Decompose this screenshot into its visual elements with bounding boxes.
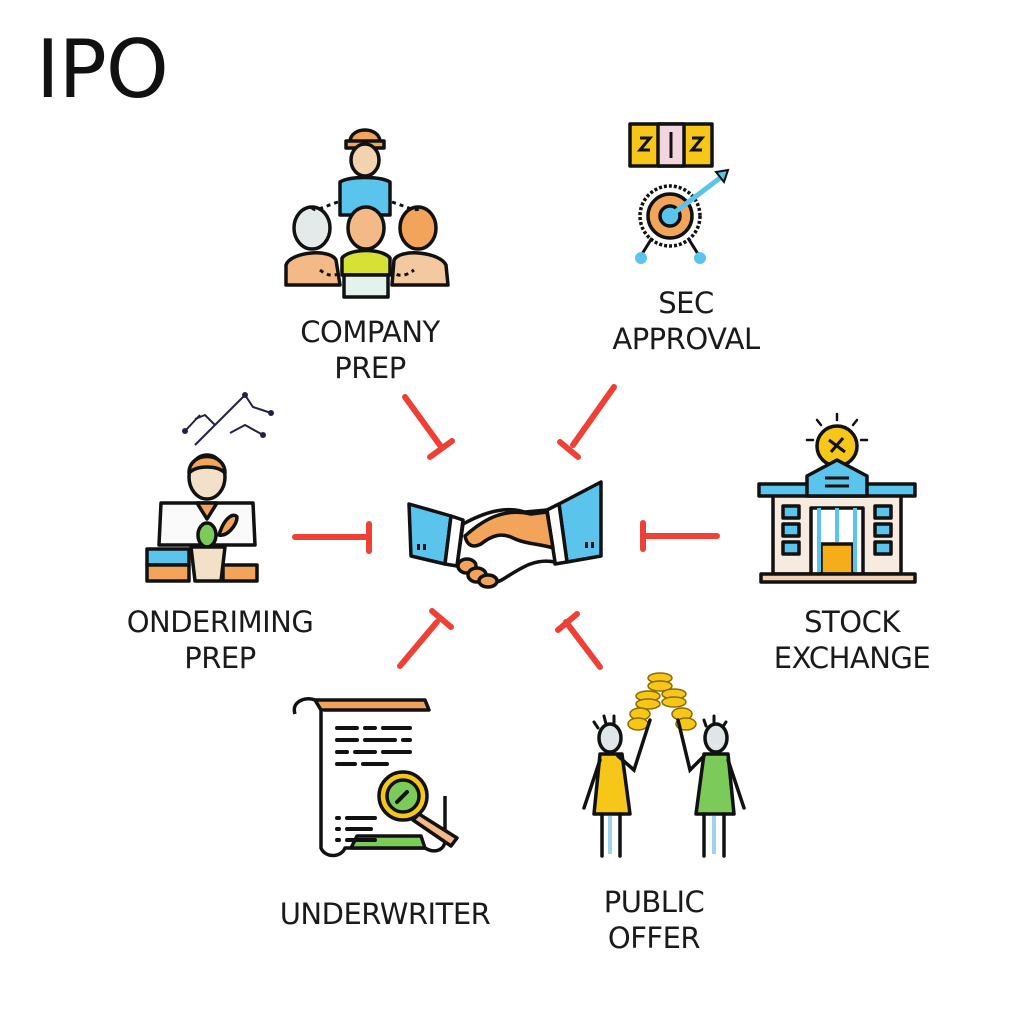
team-icon <box>284 128 450 299</box>
label-line: OFFER <box>607 921 701 955</box>
connector-public-offer <box>555 611 603 670</box>
node-label-underwriter: UNDERWRITER <box>260 896 510 932</box>
handshake-icon <box>407 480 603 589</box>
label-line: PUBLIC <box>603 885 705 919</box>
node-label-stock-exchange: STOCK EXCHANGE <box>752 604 952 676</box>
connector-sec-approval <box>557 384 617 460</box>
analyst-icon <box>145 392 274 583</box>
label-line: ONDERIMING <box>126 605 314 639</box>
node-label-public-offer: PUBLIC OFFER <box>564 884 744 956</box>
connector-company-prep <box>402 394 455 460</box>
exchange-building-icon <box>757 412 917 584</box>
label-line: UNDERWRITER <box>279 897 491 931</box>
label-line: EXCHANGE <box>773 641 931 675</box>
document-magnifier-icon <box>292 697 459 858</box>
label-line: COMPANY <box>300 315 440 349</box>
label-line: PREP <box>184 641 256 675</box>
connector-underwriter <box>397 608 454 669</box>
label-line: APPROVAL <box>612 322 760 356</box>
node-label-sec-approval: SEC APPROVAL <box>596 285 776 357</box>
connector-stock-exchange <box>640 520 720 552</box>
investors-coins-icon <box>582 672 746 858</box>
target-approval-icon <box>628 122 730 264</box>
node-label-ondeRiming-prep: ONDERIMING PREP <box>110 604 330 676</box>
node-label-company-prep: COMPANY PREP <box>290 314 450 386</box>
label-line: PREP <box>334 351 406 385</box>
label-line: STOCK <box>804 605 900 639</box>
diagram-title: IPO <box>36 23 169 116</box>
label-line: SEC <box>658 286 714 320</box>
connector-ondeRiming-prep <box>292 521 372 554</box>
